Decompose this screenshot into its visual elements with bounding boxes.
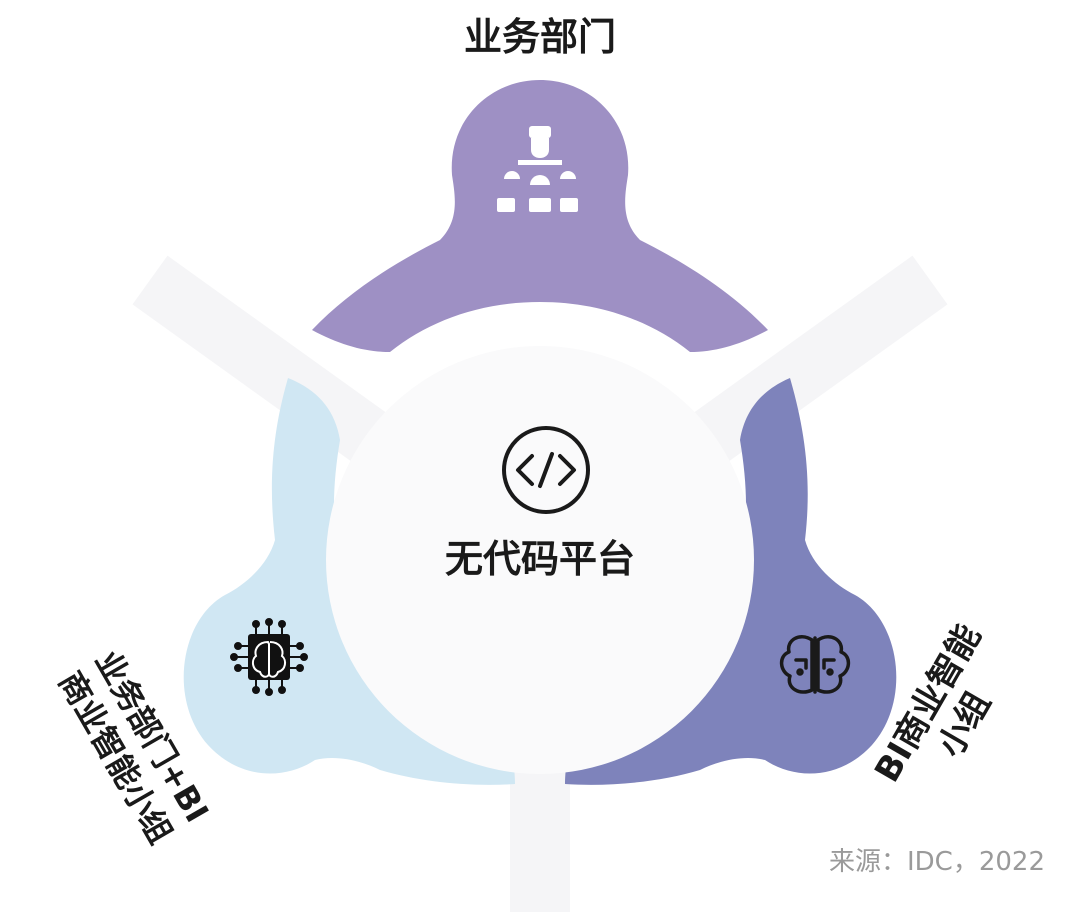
segment-joint-team	[183, 378, 515, 785]
segment-business	[312, 80, 768, 352]
ai-chip-brain-icon	[230, 618, 308, 696]
segment-bi-team	[565, 378, 897, 785]
center-hub: 无代码平台	[326, 346, 754, 774]
brain-icon	[779, 635, 851, 694]
source-note: 来源：IDC，2022	[829, 847, 1045, 877]
top-segment-label: 业务部门	[464, 15, 616, 59]
code-brackets-icon	[502, 426, 590, 514]
segment-joint-team-shape	[183, 378, 515, 785]
segment-business-shape	[312, 80, 768, 352]
center-circle	[326, 346, 754, 774]
center-label: 无代码平台	[445, 537, 635, 581]
business-team-icon	[497, 126, 578, 212]
